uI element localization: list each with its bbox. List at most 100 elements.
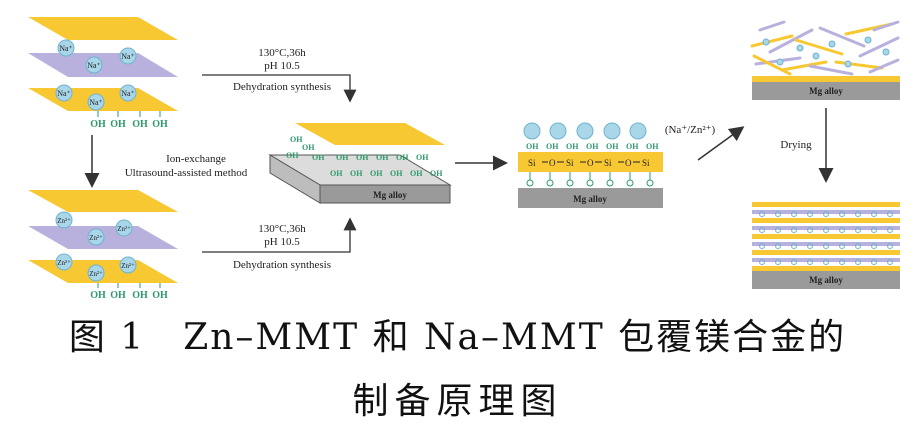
- na-ion: Na⁺: [119, 47, 137, 65]
- svg-text:Dehydration synthesis: Dehydration synthesis: [233, 81, 331, 93]
- interlayer-ions: [523, 122, 647, 140]
- svg-text:OH: OH: [396, 153, 409, 162]
- clay-layer-top: [28, 17, 178, 40]
- svg-text:OH: OH: [286, 151, 299, 160]
- mg-alloy-substrate: [518, 188, 663, 208]
- mg-alloy-label: Mg alloy: [573, 194, 607, 204]
- svg-text:Zn²⁺: Zn²⁺: [121, 262, 135, 270]
- zn-ion: Zn²⁺: [55, 253, 73, 271]
- svg-text:Na⁺: Na⁺: [57, 89, 71, 98]
- svg-text:O: O: [587, 158, 594, 168]
- svg-text:Si: Si: [528, 158, 536, 168]
- svg-text:pH 10.5: pH 10.5: [264, 60, 300, 72]
- svg-text:OH: OH: [410, 169, 423, 178]
- drying-label: Drying: [780, 139, 812, 151]
- svg-text:Dehydration synthesis: Dehydration synthesis: [233, 259, 331, 271]
- clay-sheet: [295, 123, 445, 145]
- na-ion: Na⁺: [55, 84, 73, 102]
- clay-layer-top: [28, 190, 178, 212]
- figure-caption-line-1: 图 1 Zn–MMT 和 Na–MMT 包覆镁合金的: [68, 317, 847, 358]
- si-o-chain: Si O Si O Si O Si: [528, 158, 650, 168]
- bottom-synthesis-arrow: [202, 217, 357, 253]
- svg-text:Zn²⁺: Zn²⁺: [57, 217, 71, 225]
- preparation-diagram: Na⁺ Na⁺ Na⁺ Na⁺ Na⁺ Na⁺ OH OH: [28, 17, 900, 301]
- svg-text:OH: OH: [370, 169, 383, 178]
- svg-text:OH: OH: [330, 169, 343, 178]
- random-mmt-coating: Mg alloy: [750, 20, 900, 100]
- svg-text:Na⁺: Na⁺: [121, 89, 135, 98]
- na-ion: Na⁺: [119, 84, 137, 102]
- svg-text:O: O: [625, 158, 632, 168]
- svg-text:OH: OH: [110, 119, 126, 130]
- zn-ion: Zn²⁺: [87, 264, 105, 282]
- svg-text:OH: OH: [546, 142, 559, 151]
- na-mmt-stack: Na⁺ Na⁺ Na⁺ Na⁺ Na⁺ Na⁺ OH OH: [28, 17, 178, 130]
- ordered-mmt-coating: Mg alloy: [752, 202, 900, 289]
- svg-text:Zn²⁺: Zn²⁺: [89, 270, 103, 278]
- svg-text:OH: OH: [416, 153, 429, 162]
- svg-text:OH: OH: [290, 135, 303, 144]
- svg-text:OH: OH: [376, 153, 389, 162]
- svg-text:Si: Si: [642, 158, 650, 168]
- top-synthesis-arrow: [202, 74, 357, 103]
- svg-text:OH: OH: [626, 142, 639, 151]
- svg-text:pH 10.5: pH 10.5: [264, 236, 300, 248]
- svg-text:OH: OH: [356, 153, 369, 162]
- svg-text:Zn²⁺: Zn²⁺: [57, 259, 71, 267]
- svg-text:Na⁺: Na⁺: [87, 61, 101, 70]
- svg-text:OH: OH: [566, 142, 579, 151]
- svg-text:Si: Si: [604, 158, 612, 168]
- svg-text:OH: OH: [152, 119, 168, 130]
- mg-alloy-substrate: [752, 82, 900, 100]
- svg-text:OH: OH: [110, 290, 126, 301]
- svg-text:OH: OH: [646, 142, 659, 151]
- zn-ion: Zn²⁺: [119, 256, 137, 274]
- process-arrow-diagonal: [697, 126, 745, 161]
- hydroxyl-row: OH OH OH OH: [90, 111, 168, 130]
- na-ion: Na⁺: [85, 56, 103, 74]
- svg-text:OH: OH: [90, 290, 106, 301]
- svg-text:OH: OH: [350, 169, 363, 178]
- svg-text:130°C,36h: 130°C,36h: [258, 47, 306, 59]
- zn-ion: Zn²⁺: [87, 228, 105, 246]
- svg-text:Na⁺: Na⁺: [89, 98, 103, 107]
- hydroxyl-row: OH OH OH OH: [90, 283, 168, 301]
- na-ion: Na⁺: [87, 93, 105, 111]
- interlayer-na: [28, 53, 178, 77]
- anchor-layer: [752, 76, 900, 82]
- svg-text:OH: OH: [336, 153, 349, 162]
- top-synthesis-conditions: 130°C,36h pH 10.5 Dehydration synthesis: [233, 47, 331, 93]
- figure-caption-line-2: 制备原理图: [352, 381, 563, 422]
- svg-text:Zn²⁺: Zn²⁺: [117, 225, 131, 233]
- bottom-synthesis-conditions: 130°C,36h pH 10.5 Dehydration synthesis: [233, 223, 331, 271]
- anchor-layer: [752, 266, 900, 271]
- svg-text:OH: OH: [90, 119, 106, 130]
- zn-ion: Zn²⁺: [55, 211, 73, 229]
- mg-alloy-substrate: [752, 271, 900, 289]
- svg-text:OH: OH: [606, 142, 619, 151]
- ultrasound-label: Ultrasound-assisted method: [125, 167, 248, 179]
- anchor-groups: [526, 172, 654, 187]
- ion-label: (Na⁺/Zn²⁺): [665, 124, 716, 136]
- silicate-layer: [518, 152, 663, 172]
- svg-text:OH: OH: [152, 290, 168, 301]
- svg-text:OH: OH: [526, 142, 539, 151]
- hydroxyl-groups: OH OH OH OH OH OH OH OH OH OH OH OH OH O…: [286, 135, 443, 178]
- mg-alloy-label: Mg alloy: [809, 275, 843, 285]
- svg-text:Si: Si: [566, 158, 574, 168]
- ion-exchange-label: Ion-exchange: [166, 153, 226, 165]
- svg-text:130°C,36h: 130°C,36h: [258, 223, 306, 235]
- na-ion: Na⁺: [57, 39, 75, 57]
- svg-text:OH: OH: [132, 119, 148, 130]
- mg-alloy-label: Mg alloy: [373, 190, 407, 200]
- svg-text:Zn²⁺: Zn²⁺: [89, 234, 103, 242]
- zn-mmt-stack: Zn²⁺ Zn²⁺ Zn²⁺ Zn²⁺ Zn²⁺ Zn²⁺ OH OH: [28, 190, 178, 301]
- svg-text:OH: OH: [312, 153, 325, 162]
- svg-text:OH: OH: [302, 143, 315, 152]
- oh-row-top: OH OH OH OH OH OH OH: [526, 142, 659, 151]
- svg-text:O: O: [549, 158, 556, 168]
- svg-text:OH: OH: [390, 169, 403, 178]
- svg-text:OH: OH: [586, 142, 599, 151]
- mg-alloy-label: Mg alloy: [809, 86, 843, 96]
- mmt-on-mg-alloy: Mg alloy OH OH OH OH OH OH OH OH OH OH O…: [268, 123, 452, 204]
